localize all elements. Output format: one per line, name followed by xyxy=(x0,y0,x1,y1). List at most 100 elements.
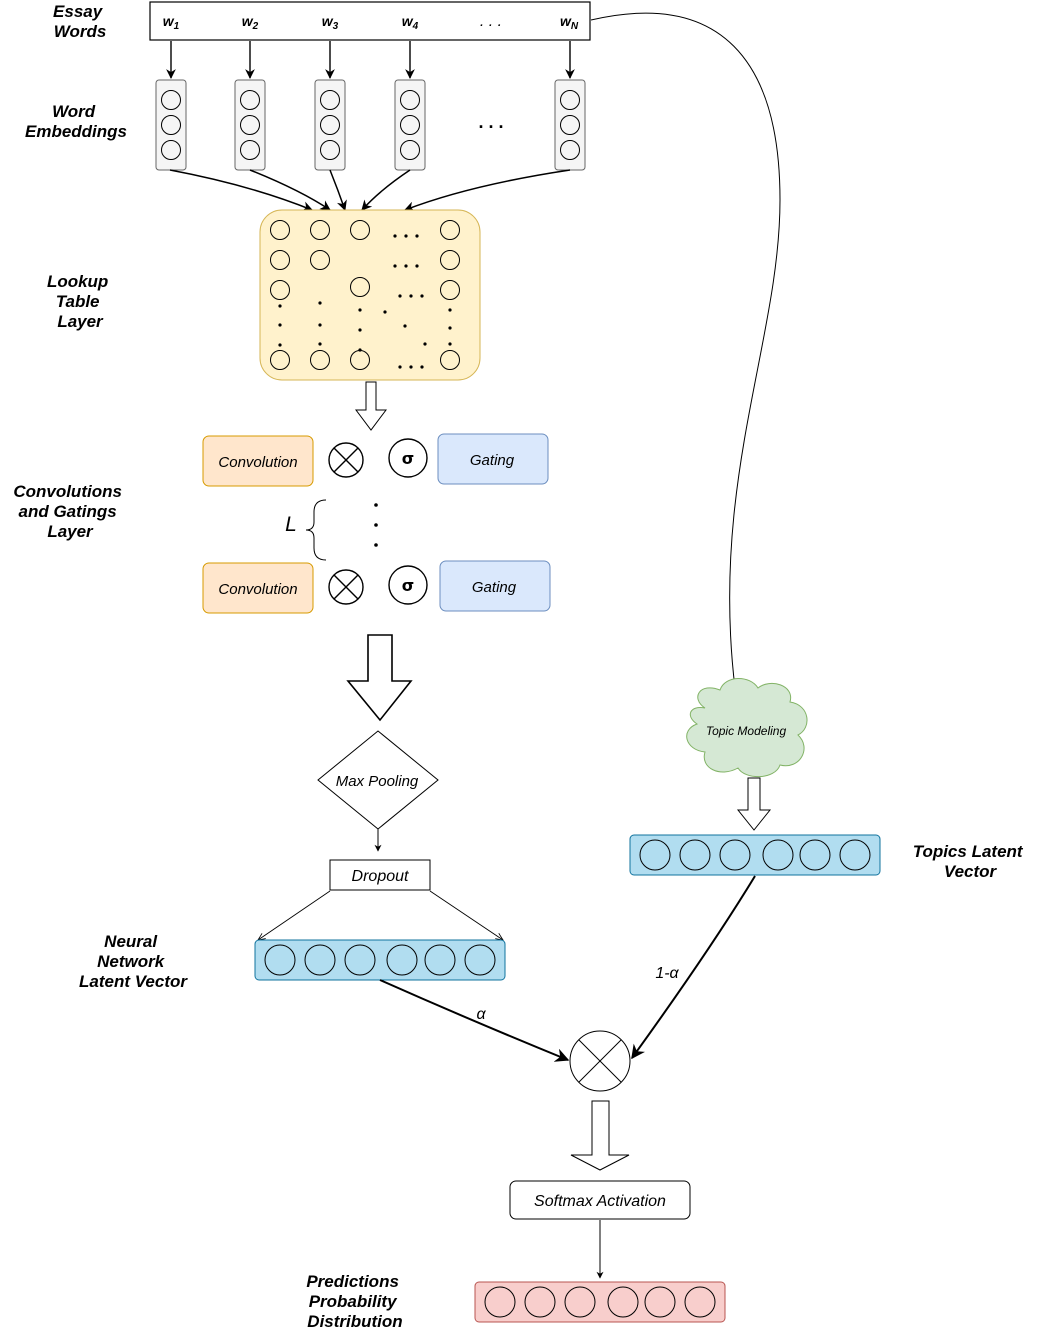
dropout-label: Dropout xyxy=(352,868,409,885)
arrow-dropout-left xyxy=(258,890,331,940)
lookup-dot xyxy=(448,342,452,346)
word-embeddings xyxy=(155,79,586,171)
vertical-ellipsis xyxy=(374,503,378,547)
label-predictions: Predictions Probability Distribution xyxy=(306,1272,403,1331)
hollow-arrow-lookup xyxy=(355,381,387,431)
embedding-column-2 xyxy=(234,79,266,171)
repeat-brace xyxy=(305,499,327,561)
lookup-unit xyxy=(310,250,330,270)
vector-unit xyxy=(607,1286,639,1318)
lookup-dot xyxy=(358,308,362,312)
multiply-icon-1 xyxy=(328,442,364,478)
lookup-dot xyxy=(415,264,419,268)
lookup-dot xyxy=(398,294,402,298)
combine-multiply-icon xyxy=(569,1030,631,1092)
vector-unit xyxy=(304,944,336,976)
embedding-column-4 xyxy=(394,79,426,171)
lookup-unit xyxy=(440,280,460,300)
embedding-unit xyxy=(400,140,420,160)
lookup-unit xyxy=(350,277,370,297)
label-nn-latent-vector: Neural Network Latent Vector xyxy=(79,932,188,991)
vector-unit xyxy=(719,839,751,871)
vector-unit xyxy=(464,944,496,976)
arrow-emb1 xyxy=(169,169,313,212)
lookup-unit xyxy=(350,220,370,240)
embedding-ellipsis: . . . xyxy=(478,112,503,132)
lookup-unit xyxy=(270,350,290,370)
lookup-dot xyxy=(393,234,397,238)
lookup-dot xyxy=(278,323,282,327)
arrow-emb3 xyxy=(329,169,347,211)
lookup-dot xyxy=(403,324,407,328)
embedding-unit xyxy=(560,140,580,160)
embedding-unit xyxy=(161,90,181,110)
lookup-dot xyxy=(398,365,402,369)
lookup-unit xyxy=(440,250,460,270)
vector-unit xyxy=(644,1286,676,1318)
lookup-dot xyxy=(404,264,408,268)
nn-latent-cells xyxy=(264,944,496,976)
lookup-dot xyxy=(448,326,452,330)
lookup-unit xyxy=(440,220,460,240)
vector-unit xyxy=(639,839,671,871)
lookup-dot xyxy=(409,365,413,369)
lookup-dot xyxy=(318,323,322,327)
label-essay-words: Essay Words xyxy=(53,2,107,41)
word-to-embedding-arrows xyxy=(166,41,575,79)
alpha-label: α xyxy=(476,1006,486,1023)
label-topics-latent-vector: Topics Latent Vector xyxy=(913,842,1028,881)
vector-unit xyxy=(524,1286,556,1318)
topics-latent-vector xyxy=(629,834,881,876)
embedding-column-1 xyxy=(155,79,187,171)
sigma-label-2: σ xyxy=(402,576,414,595)
topic-modeling-cloud xyxy=(686,678,808,778)
lookup-table xyxy=(259,209,481,381)
label-conv-gating-layer: Convolutions and Gatings Layer xyxy=(13,482,126,541)
embedding-unit xyxy=(320,90,340,110)
arrow-emb4 xyxy=(361,169,411,211)
label-lookup-table-layer: Lookup Table Layer xyxy=(47,272,113,331)
word-wn: wN xyxy=(560,13,579,32)
one-minus-alpha-label: 1-α xyxy=(655,965,679,982)
embedding-unit xyxy=(240,115,260,135)
lookup-dot xyxy=(409,294,413,298)
predictions-vector xyxy=(474,1281,726,1323)
vector-unit xyxy=(424,944,456,976)
arrow-dropout-right xyxy=(429,890,503,940)
convolution-label-1: Convolution xyxy=(218,454,297,471)
lookup-dot xyxy=(318,342,322,346)
multiply-icon-2 xyxy=(328,569,364,605)
lookup-dot xyxy=(448,308,452,312)
lookup-dot xyxy=(404,234,408,238)
embedding-unit xyxy=(560,115,580,135)
word-ellipsis: . . . xyxy=(480,13,502,30)
vector-unit xyxy=(484,1286,516,1318)
arrow-essay-topic xyxy=(590,12,781,689)
softmax-label: Softmax Activation xyxy=(534,1193,666,1210)
dropout-box xyxy=(329,859,431,891)
arrow-nn-to-multiply xyxy=(379,979,570,1062)
arrow-embn xyxy=(404,169,571,212)
essay-words-box xyxy=(149,1,591,41)
convolution-box-1 xyxy=(202,435,314,487)
convolution-label-2: Convolution xyxy=(218,581,297,598)
embedding-unit xyxy=(400,90,420,110)
embedding-unit xyxy=(400,115,420,135)
embedding-unit xyxy=(240,90,260,110)
embedding-unit xyxy=(320,115,340,135)
softmax-box xyxy=(509,1180,691,1220)
lookup-table-cells xyxy=(270,220,460,370)
vector-unit xyxy=(679,839,711,871)
label-word-embeddings: Word Embeddings xyxy=(25,102,127,141)
gating-label-1: Gating xyxy=(470,452,515,469)
gating-label-2: Gating xyxy=(472,579,517,596)
lookup-unit xyxy=(310,350,330,370)
hollow-arrow-softmax xyxy=(570,1100,630,1171)
hollow-arrow-topic xyxy=(736,777,772,831)
nn-latent-vector xyxy=(254,939,506,981)
topic-latent-cells xyxy=(639,839,871,871)
vector-unit xyxy=(762,839,794,871)
vector-unit xyxy=(839,839,871,871)
lookup-dot xyxy=(278,343,282,347)
